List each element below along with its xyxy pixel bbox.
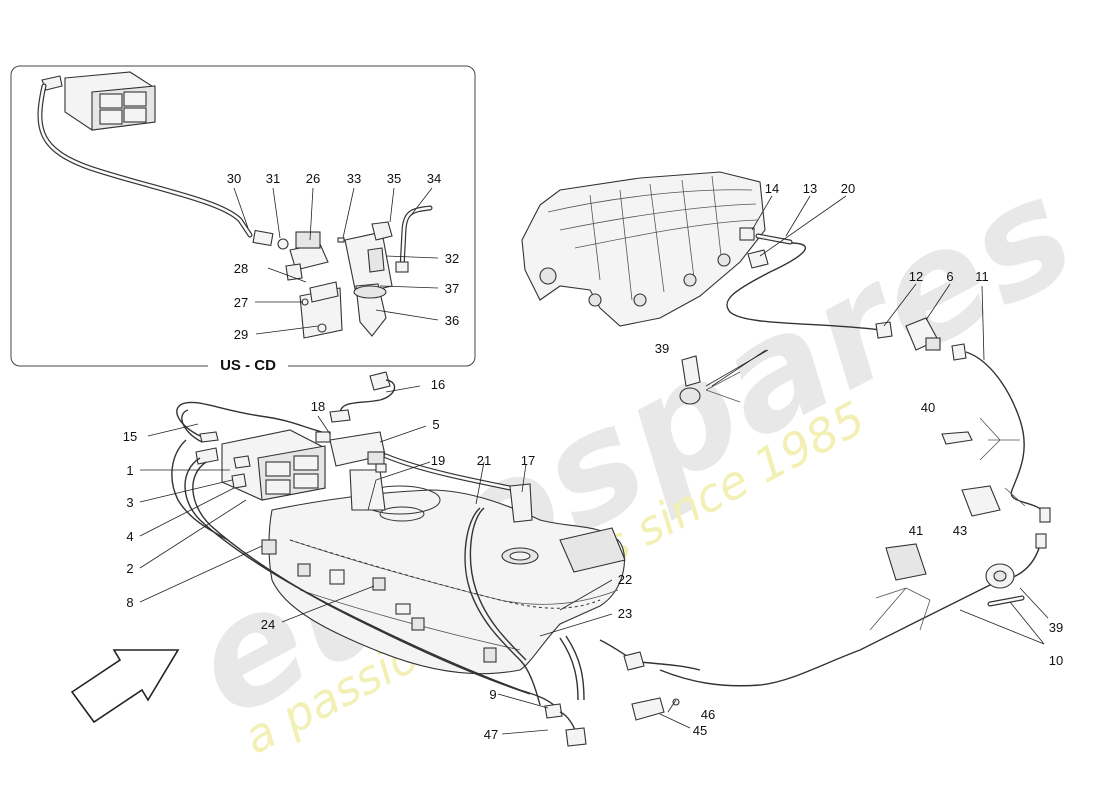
callout-36: 36 bbox=[445, 313, 459, 328]
callout-45: 45 bbox=[693, 723, 707, 738]
callout-numbers: 30 31 26 33 35 34 28 27 29 32 37 36 15 1… bbox=[123, 171, 1063, 742]
intake-manifold bbox=[521, 171, 766, 327]
callout-14: 14 bbox=[765, 181, 779, 196]
callout-21: 21 bbox=[477, 453, 491, 468]
callout-27: 27 bbox=[234, 295, 248, 310]
callout-46: 46 bbox=[701, 707, 715, 722]
callout-15: 15 bbox=[123, 429, 137, 444]
callout-29: 29 bbox=[234, 327, 248, 342]
callout-9: 9 bbox=[489, 687, 496, 702]
callout-37: 37 bbox=[445, 281, 459, 296]
leader-lines bbox=[139, 195, 1049, 735]
callout-43: 43 bbox=[953, 523, 967, 538]
callout-47: 47 bbox=[484, 727, 498, 742]
fuel-tank bbox=[261, 469, 626, 675]
callout-28: 28 bbox=[234, 261, 248, 276]
callout-18: 18 bbox=[311, 399, 325, 414]
callout-31: 31 bbox=[266, 171, 280, 186]
callout-22: 22 bbox=[618, 572, 632, 587]
inset-filter bbox=[344, 221, 393, 337]
direction-arrow bbox=[70, 649, 180, 724]
callout-13: 13 bbox=[803, 181, 817, 196]
callout-3: 3 bbox=[126, 495, 133, 510]
callout-40: 40 bbox=[921, 400, 935, 415]
callout-33: 33 bbox=[347, 171, 361, 186]
callout-11: 11 bbox=[975, 269, 989, 284]
callout-10: 10 bbox=[1049, 653, 1063, 668]
callout-32: 32 bbox=[445, 251, 459, 266]
callout-20: 20 bbox=[841, 181, 855, 196]
callout-26: 26 bbox=[306, 171, 320, 186]
callout-34: 34 bbox=[427, 171, 441, 186]
callout-39-right: 39 bbox=[1049, 620, 1063, 635]
carbon-canister bbox=[195, 429, 326, 501]
callout-19: 19 bbox=[431, 453, 445, 468]
right-side-parts bbox=[679, 355, 1026, 631]
callout-23: 23 bbox=[618, 606, 632, 621]
callout-6: 6 bbox=[946, 269, 953, 284]
inset-title: US - CD bbox=[220, 357, 276, 374]
callout-41: 41 bbox=[909, 523, 923, 538]
inset-canister bbox=[41, 71, 156, 131]
callout-5: 5 bbox=[432, 417, 439, 432]
callout-39-left: 39 bbox=[655, 341, 669, 356]
inset-us-cd: US - CD bbox=[10, 65, 476, 374]
callout-24: 24 bbox=[261, 617, 275, 632]
callout-12: 12 bbox=[909, 269, 923, 284]
callout-30: 30 bbox=[227, 171, 241, 186]
inset-valve bbox=[285, 231, 329, 281]
callout-4: 4 bbox=[126, 529, 133, 544]
callout-35: 35 bbox=[387, 171, 401, 186]
callout-1: 1 bbox=[126, 463, 133, 478]
callout-17: 17 bbox=[521, 453, 535, 468]
callout-16: 16 bbox=[431, 377, 445, 392]
callout-2: 2 bbox=[126, 561, 133, 576]
callout-8: 8 bbox=[126, 595, 133, 610]
